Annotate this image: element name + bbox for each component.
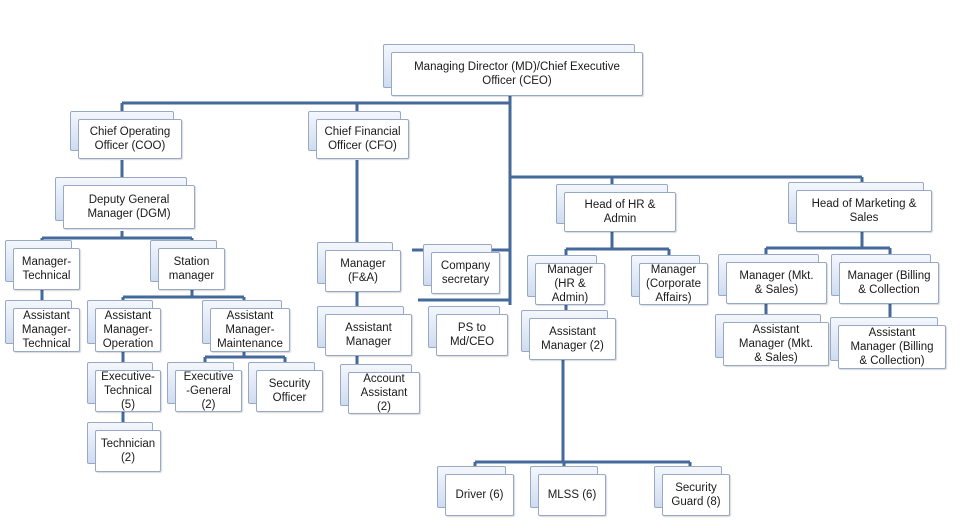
node-assistant-manager-hr: Assistant Manager (2) [521,310,616,360]
node-security-guard: Security Guard (8) [654,466,730,516]
node-managing-director: Managing Director (MD)/Chief Executive O… [383,44,643,96]
node-manager-corporate-affairs: Manager (Corporate Affairs) [631,255,708,305]
node-coo: Chief Operating Officer (COO) [70,111,182,159]
node-manager-fa: Manager (F&A) [317,242,401,292]
node-manager-billing-collection: Manager (Billing & Collection [831,254,939,304]
node-executive-technical: Executive- Technical (5) [87,362,161,412]
node-manager-mkt-sales: Manager (Mkt. & Sales) [718,254,827,304]
node-manager-hr-admin: Manager (HR & Admin) [527,255,605,305]
node-security-officer: Security Officer [248,362,323,412]
node-executive-general: Executive -General (2) [167,362,242,412]
node-mlss: MLSS (6) [530,466,606,516]
node-cfo: Chief Financial Officer (CFO) [308,111,409,159]
node-account-assistant: Account Assistant (2) [340,364,420,414]
node-assistant-manager-fa: Assistant Manager [317,306,412,356]
node-company-secretary: Company secretary [423,244,500,294]
node-assistant-manager-maintenance: Assistant Manager- Maintenance [202,300,290,352]
node-station-manager: Station manager [150,240,225,290]
node-manager-technical: Manager- Technical [5,240,80,290]
node-assistant-manager-operation: Assistant Manager- Operation [87,300,161,352]
node-dgm: Deputy General Manager (DGM) [55,177,195,229]
node-assistant-manager-billing: Assistant Manager (Billing & Collection) [830,317,946,369]
node-ps-to-md: PS to Md/CEO [428,306,508,356]
node-driver: Driver (6) [437,466,514,516]
node-technician: Technician (2) [87,422,161,472]
node-assistant-manager-mkt-sales: Assistant Manager (Mkt. & Sales) [715,314,829,366]
node-head-marketing-sales: Head of Marketing & Sales [788,182,932,232]
node-head-hr-admin: Head of HR & Admin [556,184,676,232]
node-assistant-manager-technical: Assistant Manager- Technical [5,300,80,352]
